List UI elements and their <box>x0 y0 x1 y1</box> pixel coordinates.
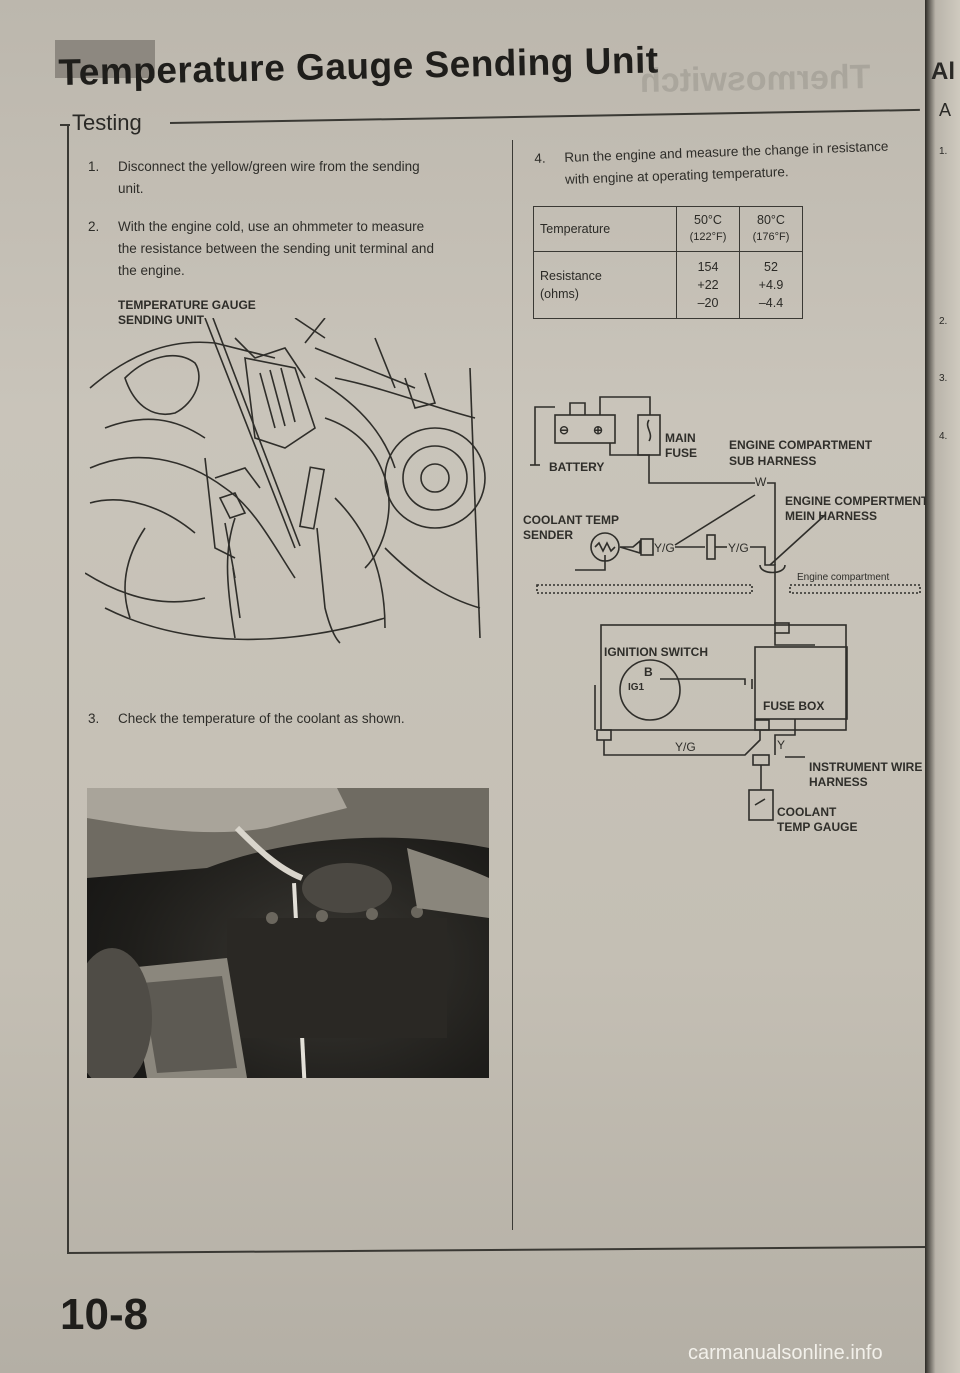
row-label: Temperature <box>533 206 677 252</box>
row-label: Resistance (ohms) <box>533 251 677 319</box>
ignition-ig1-label: IG1 <box>628 682 645 693</box>
gauge-label-1: COOLANT <box>777 805 837 819</box>
battery-label: BATTERY <box>549 460 604 474</box>
step-text: Run the engine and measure the change in… <box>564 138 889 187</box>
sending-unit-label: TEMPERATURE GAUGE SENDING UNIT <box>118 298 256 327</box>
step-4: 4. Run the engine and measure the change… <box>534 134 930 187</box>
section-title: Testing <box>72 110 142 135</box>
gauge-label-2: TEMP GAUGE <box>777 820 857 834</box>
sender-label-1: COOLANT TEMP <box>523 513 619 527</box>
bleed-through-title: Thermoswitch <box>639 57 871 101</box>
step-text: With the engine cold, use an ohmmeter to… <box>118 219 434 278</box>
wire-yg-label: Y/G <box>728 541 749 555</box>
step-text: Disconnect the yellow/green wire from th… <box>118 159 420 196</box>
table-cell: 52 +4.9 –4.4 <box>739 251 803 319</box>
battery-minus-text: ⊖ <box>559 423 569 437</box>
next-page-section-fragment: A <box>939 100 952 120</box>
ignition-b-label: B <box>644 665 653 679</box>
main-fuse-label-1: MAIN <box>665 431 696 445</box>
sub-harness-label-2: SUB HARNESS <box>729 454 816 468</box>
next-page-item: 4. <box>939 431 948 442</box>
next-page-item: 2. <box>939 316 948 327</box>
next-page-edge: Al A 1. 2. 3. 4. <box>925 0 960 1373</box>
instrument-harness-label-2: HARNESS <box>809 775 868 789</box>
frame-corner <box>60 124 70 126</box>
page-number: 10-8 <box>60 1290 149 1339</box>
wire-yg-label: Y/G <box>675 740 696 754</box>
step-number: 3. <box>88 711 100 726</box>
wire-yg-label: Y/G <box>654 541 675 555</box>
main-harness-label-2: MEIN HARNESS <box>785 509 877 523</box>
section-tab <box>55 40 155 78</box>
watermark: carmanualsonline.info <box>688 1342 883 1364</box>
step-text: Check the temperature of the coolant as … <box>118 711 405 726</box>
main-harness-label-1: ENGINE COMPERTMENT <box>785 494 925 508</box>
step-number: 1. <box>88 159 100 174</box>
sub-harness-label-1: ENGINE COMPARTMENT <box>729 438 873 452</box>
left-frame-rule <box>67 124 69 1254</box>
top-rule <box>169 108 920 124</box>
fuse-box-label: FUSE BOX <box>763 699 824 713</box>
next-page-title-fragment: Al <box>931 58 955 85</box>
wiring-diagram: ⊖ ⊕ BATTERY MAIN FUSE ENGINE COMPARTMENT… <box>523 396 925 834</box>
step-number: 2. <box>88 219 100 234</box>
wire-y-label: Y <box>777 738 785 752</box>
manual-page: Temperature Gauge Sending Unit Thermoswi… <box>0 0 930 1373</box>
table-cell: 154 +22 –20 <box>676 251 740 319</box>
engine-compartment-label: Engine compartment <box>797 572 889 583</box>
battery-plus-text: ⊕ <box>593 423 603 437</box>
next-page-item: 3. <box>939 373 948 384</box>
table-row: Resistance (ohms) 154 +22 –20 52 +4.9 –4… <box>533 251 803 319</box>
instrument-harness-label-1: INSTRUMENT WIRE <box>809 760 922 774</box>
wire-w-label: W <box>755 475 767 489</box>
next-page-item: 1. <box>939 146 948 157</box>
column-divider <box>512 140 513 1230</box>
resistance-spec-table: Temperature 50°C (122°F) 80°C (176°F) Re… <box>533 206 803 319</box>
sender-label-2: SENDER <box>523 528 573 542</box>
table-cell: 50°C (122°F) <box>676 206 740 252</box>
sending-unit-illustration <box>85 318 486 644</box>
ignition-switch-label: IGNITION SWITCH <box>604 645 708 659</box>
photo-content <box>87 788 489 1078</box>
table-cell: 80°C (176°F) <box>739 206 803 252</box>
coolant-thermometer-photo <box>87 788 489 1078</box>
table-row: Temperature 50°C (122°F) 80°C (176°F) <box>533 206 803 252</box>
main-fuse-label-2: FUSE <box>665 446 697 460</box>
step-number: 4. <box>534 150 546 166</box>
bottom-rule <box>66 1245 927 1254</box>
